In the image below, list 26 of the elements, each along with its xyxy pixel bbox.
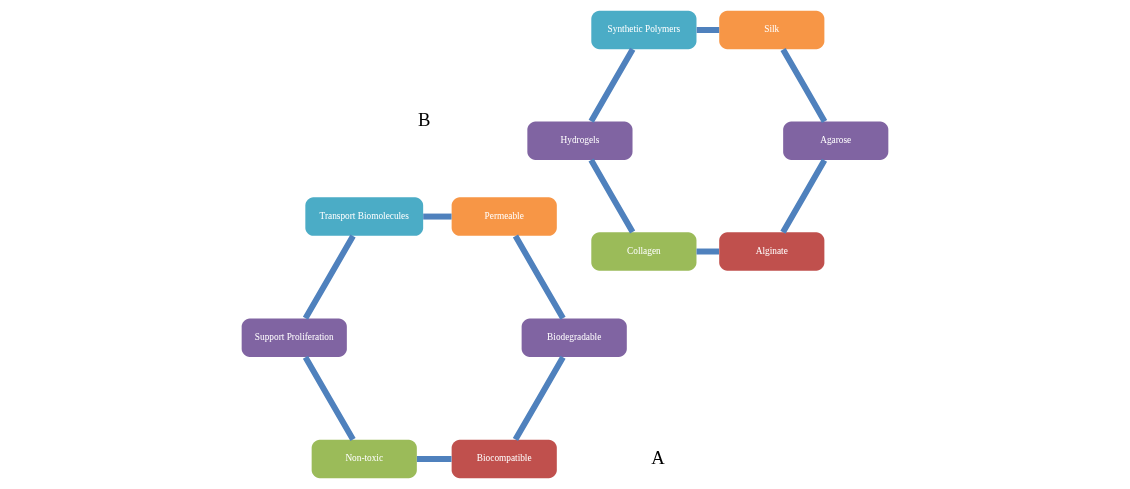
connector (302, 234, 356, 320)
node-box: Non-toxic (311, 439, 417, 479)
connector (512, 355, 566, 442)
node-box: Permeable (451, 197, 557, 236)
node-box: Alginate (719, 232, 825, 271)
connector (302, 355, 356, 442)
label: B (418, 109, 431, 131)
connector (780, 48, 828, 123)
connector (423, 213, 452, 220)
node-box: Biodegradable (521, 318, 627, 358)
connector (588, 158, 636, 234)
node-box: Synthetic Polymers (591, 10, 697, 50)
connector (416, 456, 452, 462)
connector (588, 47, 636, 123)
label: A (651, 446, 665, 468)
connector (696, 248, 720, 255)
node-box: Support Proliferation (241, 318, 347, 358)
node-box: Transport Biomolecules (305, 197, 424, 236)
connector (696, 27, 720, 33)
node-box: Silk (719, 10, 825, 50)
connector (780, 158, 828, 234)
node-box: Hydrogels (527, 121, 633, 161)
node-box: Agarose (783, 121, 889, 161)
connector (512, 234, 566, 320)
node-box: Biocompatible (451, 439, 557, 479)
node-box: Collagen (591, 232, 697, 271)
